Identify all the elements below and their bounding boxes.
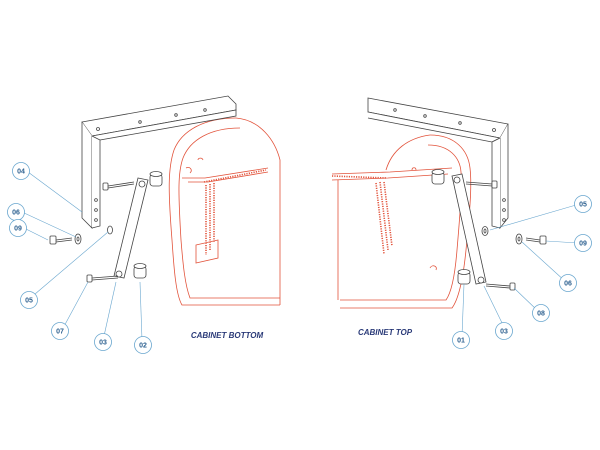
callout-06-left: 06 — [7, 203, 25, 221]
callout-05-right: 05 — [574, 195, 592, 213]
callouts-right: 05 09 06 08 03 01 — [452, 195, 592, 349]
callout-02-left: 02 — [134, 336, 152, 354]
grille-edge-right — [331, 175, 393, 255]
callout-09-left: 09 — [9, 219, 27, 237]
callout-06-right: 06 — [559, 274, 577, 292]
callout-08-right-label: 08 — [537, 311, 545, 318]
spacers-left — [133, 171, 163, 279]
callout-03-left-label: 03 — [99, 340, 107, 347]
cabinet-outline-right — [331, 134, 472, 309]
callout-03-right: 03 — [495, 322, 513, 340]
spacers-right — [431, 169, 471, 285]
caption-cabinet-top: CABINET TOP — [358, 328, 413, 337]
callout-09-right: 09 — [574, 234, 592, 252]
callout-01-right: 01 — [452, 331, 470, 349]
callout-05-left: 05 — [20, 291, 38, 309]
callout-04-left-label: 04 — [17, 169, 25, 176]
callout-09-left-label: 09 — [14, 226, 22, 233]
leader-lines-right — [461, 204, 579, 337]
caption-cabinet-bottom: CABINET BOTTOM — [191, 331, 264, 340]
callout-09-right-label: 09 — [579, 241, 587, 248]
callout-08-right: 08 — [532, 304, 550, 322]
callouts-left: 04 06 09 05 07 03 — [7, 162, 152, 354]
callout-02-left-label: 02 — [139, 343, 147, 350]
cabinet-outline-left — [168, 117, 281, 306]
leader-lines-left — [21, 171, 143, 341]
callout-05-right-label: 05 — [579, 202, 587, 209]
link-bar-left — [113, 177, 149, 279]
callout-04-left: 04 — [12, 162, 30, 180]
mounting-bracket-right — [367, 97, 509, 230]
grille-edge-left — [203, 169, 267, 255]
callout-06-right-label: 06 — [564, 281, 572, 288]
callout-06-left-label: 06 — [12, 210, 20, 217]
callout-01-right-label: 01 — [457, 338, 465, 345]
mounting-bracket-left — [81, 95, 237, 229]
callout-03-right-label: 03 — [500, 329, 508, 336]
screws-right — [465, 180, 547, 291]
washers-right — [481, 226, 523, 245]
callout-03-left: 03 — [94, 333, 112, 351]
screws-left — [49, 181, 135, 283]
callout-07-left: 07 — [51, 322, 69, 340]
right-assembly: 05 09 06 08 03 01 CABINET TO — [331, 97, 592, 349]
link-bar-right — [451, 173, 487, 285]
washers-left — [74, 225, 113, 245]
callout-05-left-label: 05 — [25, 298, 33, 305]
left-assembly: 04 06 09 05 07 03 — [7, 95, 281, 354]
callout-07-left-label: 07 — [56, 329, 64, 336]
